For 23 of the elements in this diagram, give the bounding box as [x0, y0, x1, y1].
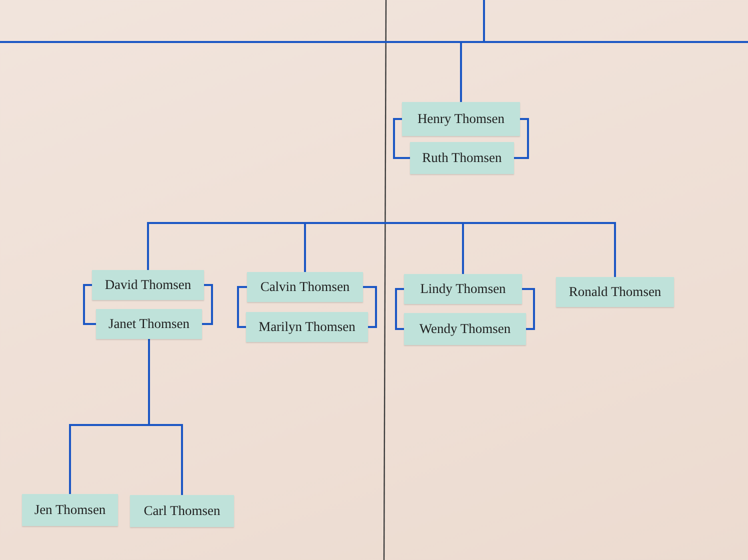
name-tag: Calvin Thomsen [247, 272, 363, 302]
name-tag: Ronald Thomsen [556, 277, 674, 307]
couple-bracket [202, 284, 213, 325]
couple-bracket [522, 288, 535, 330]
family-line [304, 222, 387, 272]
name-tag: Carl Thomsen [130, 495, 234, 527]
name-tag: David Thomsen [92, 270, 204, 300]
couple-bracket [237, 286, 247, 328]
couple-bracket [514, 118, 529, 159]
name-tag: Lindy Thomsen [404, 274, 522, 304]
name-tag: Henry Thomsen [402, 102, 520, 136]
couple-bracket [393, 118, 410, 159]
name-tag: Janet Thomsen [96, 309, 202, 339]
couple-bracket [395, 288, 404, 330]
name-tag: Wendy Thomsen [404, 313, 526, 345]
couple-bracket [363, 286, 377, 328]
family-line [460, 41, 462, 102]
family-line [387, 222, 616, 277]
name-tag: Ruth Thomsen [410, 142, 514, 174]
family-line [148, 339, 183, 495]
couple-bracket [83, 284, 96, 325]
name-tag: Jen Thomsen [22, 494, 118, 526]
name-tag: Marilyn Thomsen [246, 312, 368, 342]
